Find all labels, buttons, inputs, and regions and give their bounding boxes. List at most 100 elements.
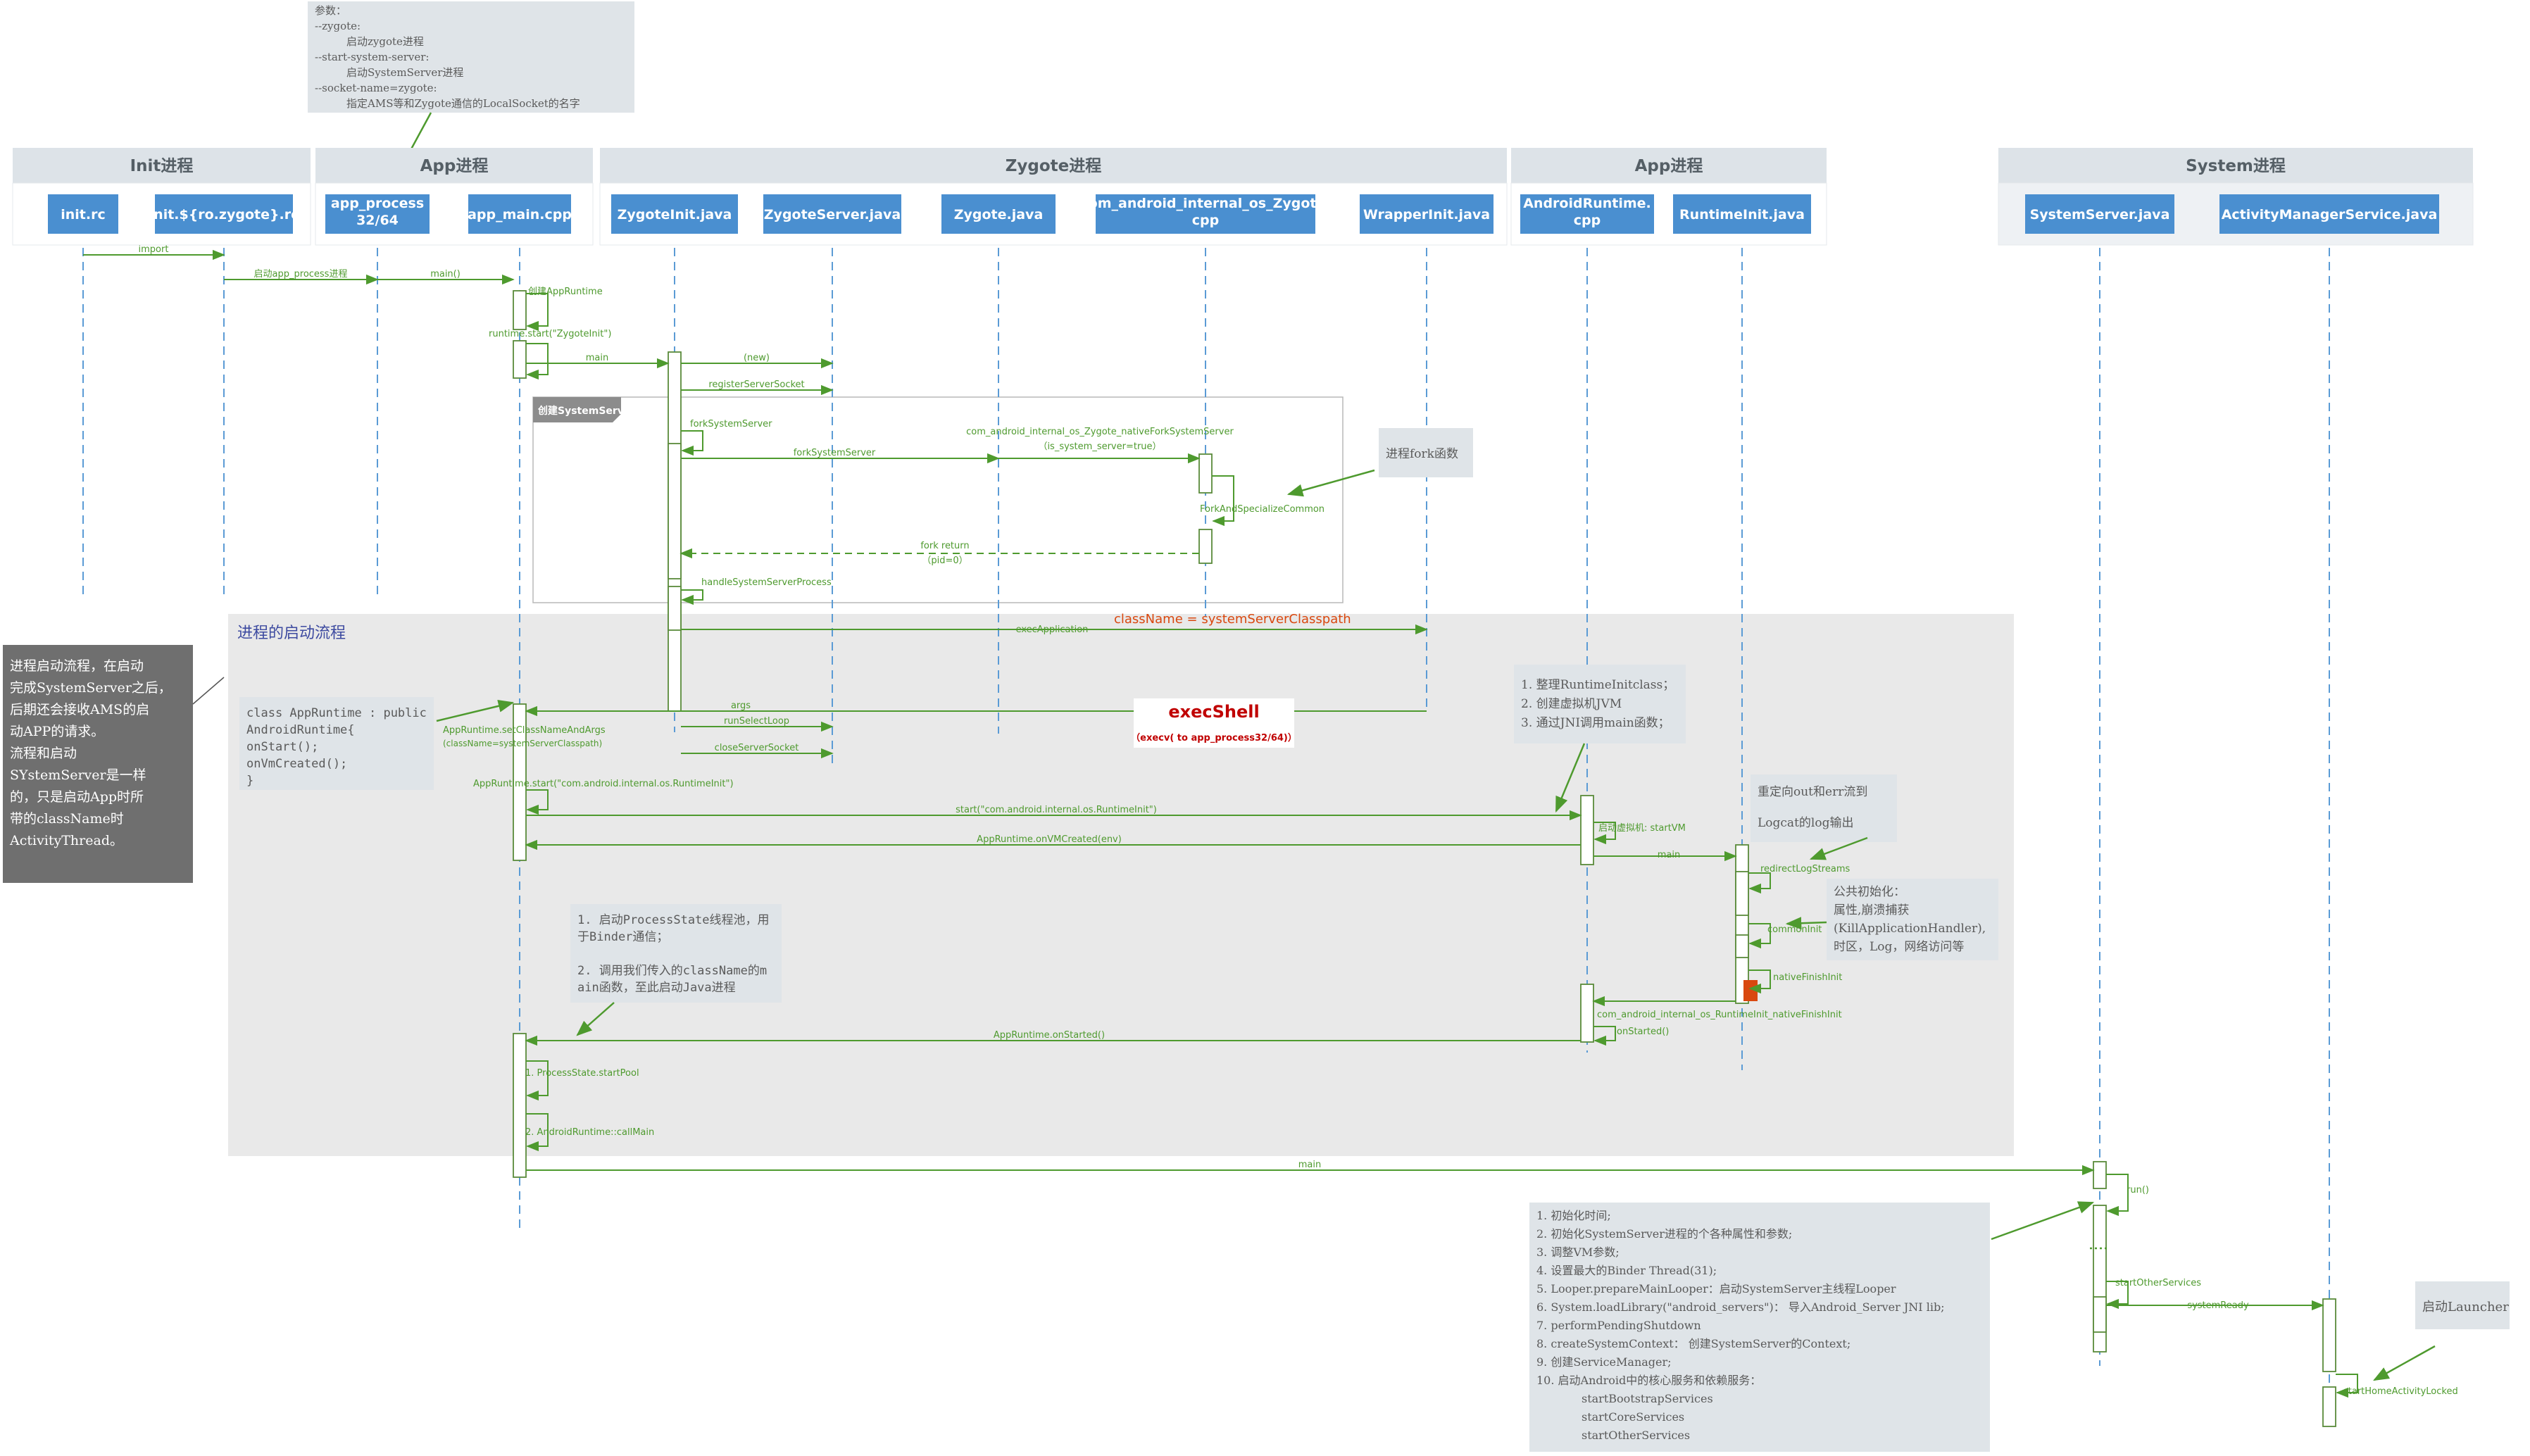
redirect-pointer — [1809, 836, 1868, 860]
note-params — [308, 1, 634, 113]
message-label-29: nativeFinishInit — [1773, 972, 1842, 983]
message-label-2: main() — [430, 269, 461, 280]
activation-systemserver-16 — [2093, 1296, 2107, 1333]
note-processstate-line: ain函数，至此启动Java进程 — [577, 981, 736, 995]
execshell-title: execShell — [1168, 702, 1259, 722]
message-label-19: (className=systemServerClasspath) — [443, 739, 602, 748]
note-commoninit — [1827, 879, 1998, 960]
self-message-15 — [681, 589, 703, 605]
activation-appmain-1 — [513, 340, 527, 379]
note-left-line: 的，只是启动App时所 — [10, 789, 144, 805]
actor-label-zygoterc: init.${ro.zygote}.rc — [149, 207, 299, 222]
note-appruntime_class-line: class AppRuntime : public — [246, 706, 427, 720]
activation-ams-18 — [2322, 1386, 2336, 1427]
activation-jnizygote-7 — [1198, 453, 1213, 494]
note-systemserver-line: 9. 创建ServiceManager; — [1536, 1355, 1672, 1369]
message-label-0: import — [139, 244, 169, 255]
actor-label-wrapperinit: WrapperInit.java — [1363, 207, 1490, 222]
note-systemserver-line: startBootstrapServices — [1536, 1392, 1713, 1405]
execshell-box — [1134, 698, 1294, 748]
note-redirect — [1751, 774, 1897, 842]
self-message-36 — [2106, 1174, 2129, 1217]
note-commoninit-line: 属性,崩溃捕获 — [1834, 903, 1909, 917]
execshell-subtitle: （execv( to app_process32/64)） — [1131, 732, 1297, 743]
note-systemserver-line: 5. Looper.prepareMainLooper：启动SystemServ… — [1536, 1282, 1896, 1295]
processstate-pointer — [576, 1002, 615, 1036]
actor-zygoteserver — [763, 194, 901, 234]
note-systemserver-line: 7. performPendingShutdown — [1536, 1319, 1701, 1332]
group-label-init: Init进程 — [130, 157, 194, 175]
actor-label-appprocess: app_process — [331, 196, 424, 211]
activation-runtimeinit-12 — [1735, 871, 1749, 916]
message-label-38: systemReady — [2187, 1300, 2249, 1311]
message-label-13: fork return — [920, 541, 969, 551]
actor-label-appprocess: 32/64 — [356, 213, 399, 228]
message-label-21: closeServerSocket — [715, 743, 799, 753]
note-fork — [1379, 428, 1473, 477]
message-label-28: commonInit — [1767, 924, 1822, 935]
message-label-8: forkSystemServer — [690, 419, 772, 429]
group-header-zygote — [600, 148, 1507, 183]
note-systemserver-line: 3. 调整VM参数; — [1536, 1245, 1620, 1259]
note-redirect-line: Logcat的log输出 — [1758, 816, 1853, 830]
actor-label-zygoteinit: ZygoteInit.java — [618, 207, 732, 222]
message-label-9: com_android_internal_os_Zygote_nativeFor… — [966, 427, 1234, 437]
runtimeinit-pointer — [1555, 743, 1586, 813]
note-params-line: --zygote: — [315, 20, 361, 32]
self-message-31 — [1593, 1026, 1616, 1046]
note-processstate-line: 2. 调用我们传入的className的m — [577, 964, 767, 978]
activation-appmain-3 — [513, 1033, 527, 1178]
actor-label-systemserver: SystemServer.java — [2030, 207, 2170, 222]
note-systemserver-line: 1. 初始化时间; — [1536, 1209, 1611, 1222]
activation-runtimeinit-13 — [1735, 934, 1749, 958]
message-label-16: execApplication — [1016, 625, 1089, 635]
group-label-system: System进程 — [2186, 157, 2286, 175]
message-label-20: runSelectLoop — [724, 716, 789, 727]
actor-label-zygotejava: Zygote.java — [954, 207, 1044, 222]
self-message-29 — [1748, 969, 1771, 994]
note-params-line: 启动SystemServer进程 — [315, 66, 463, 79]
message-label-11: forkSystemServer — [794, 448, 876, 458]
actor-label-appmain: app_main.cpp — [468, 207, 572, 222]
note-params-line: --start-system-server: — [315, 51, 429, 63]
activation-systemserver-14 — [2093, 1161, 2107, 1189]
message-label-6: (new) — [744, 353, 770, 363]
note-runtimeinit_class-line: 1. 整理RuntimeInitclass； — [1521, 678, 1674, 692]
activation-androidruntime-9 — [1580, 795, 1594, 865]
actor-initrc — [48, 194, 118, 234]
actor-systemserver — [2025, 194, 2174, 234]
note-systemserver-line: 6. System.loadLibrary("android_servers")… — [1536, 1300, 1945, 1314]
note-left-line: ActivityThread。 — [9, 833, 123, 848]
message-label-7: registerServerSocket — [708, 379, 804, 390]
note-fork-line: 进程fork函数 — [1386, 447, 1458, 461]
actor-label-zygoteserver: ZygoteServer.java — [764, 207, 901, 222]
fork-frame — [532, 396, 1344, 603]
actor-label-androidruntime: AndroidRuntime. — [1523, 196, 1651, 211]
actor-jnizygote — [1096, 194, 1315, 234]
actor-label-runtimeinit: RuntimeInit.java — [1679, 207, 1805, 222]
message-label-17: args — [731, 701, 751, 711]
message-label-24: 启动虚拟机: startVM — [1598, 823, 1686, 834]
note-runtimeinit_class — [1514, 665, 1686, 743]
activation-jnizygote-8 — [1198, 529, 1213, 564]
message-label-15: handleSystemServerProcess — [701, 577, 832, 588]
region-title: 进程的启动流程 — [237, 625, 346, 642]
note-commoninit-line: (KillApplicationHandler), — [1834, 922, 1986, 936]
message-label-14: （pid=0） — [922, 556, 967, 566]
note-runtimeinit_class-line: 3. 通过JNI调用main函数； — [1521, 716, 1670, 730]
message-label-25: AppRuntime.onVMCreated(env) — [977, 834, 1122, 845]
message-label-5: main — [586, 353, 608, 363]
note-systemserver-line: startOtherServices — [1536, 1429, 1690, 1442]
message-label-27: redirectLogStreams — [1760, 864, 1850, 874]
message-label-32: AppRuntime.onStarted() — [994, 1030, 1105, 1041]
group-header-system — [1998, 148, 2473, 183]
native-finish-marker — [1743, 980, 1758, 1001]
actor-label-ams: ActivityManagerService.java — [2222, 207, 2438, 222]
note-processstate-line: 1. 启动ProcessState线程池，用 — [577, 913, 770, 927]
actor-appmain — [468, 194, 571, 234]
systemserver-pointer — [1991, 1201, 2095, 1241]
group-header-init — [13, 148, 311, 183]
actor-label-androidruntime: cpp — [1574, 213, 1601, 228]
